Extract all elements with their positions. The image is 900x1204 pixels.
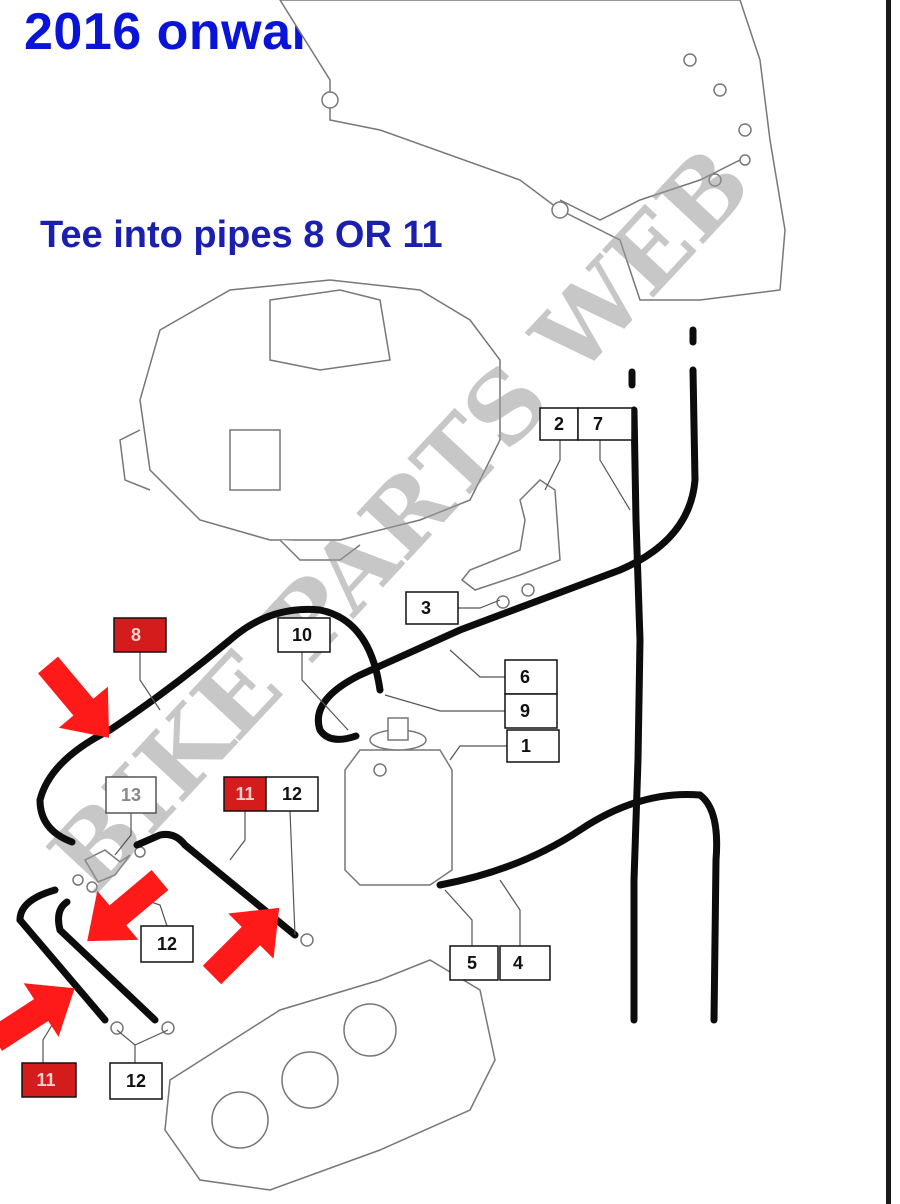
hose-8 bbox=[36, 605, 384, 846]
airbox bbox=[119, 279, 501, 561]
exhaust-header bbox=[279, 0, 786, 301]
diagram-subtitle: Tee into pipes 8 OR 11 bbox=[40, 214, 443, 256]
callout-13: 13 bbox=[105, 776, 157, 814]
callout-12: 12 bbox=[109, 1062, 163, 1100]
svg-text:8: 8 bbox=[131, 625, 141, 645]
hose-7 bbox=[630, 406, 644, 1024]
svg-text:4: 4 bbox=[513, 953, 523, 973]
svg-text:7: 7 bbox=[593, 414, 603, 434]
svg-text:6: 6 bbox=[520, 667, 530, 687]
callout-11-highlighted: 11 bbox=[21, 1062, 77, 1098]
red-arrows bbox=[0, 656, 280, 1051]
svg-text:2: 2 bbox=[554, 414, 564, 434]
arrow-icon bbox=[0, 983, 75, 1051]
svg-text:13: 13 bbox=[121, 785, 141, 805]
callout-8-highlighted: 8 bbox=[113, 617, 167, 653]
bracket bbox=[460, 479, 561, 609]
evap-canister bbox=[344, 717, 453, 886]
callout-1: 1 bbox=[506, 729, 560, 763]
svg-text:11: 11 bbox=[235, 784, 254, 804]
callout-11-highlighted: 11 bbox=[223, 776, 267, 812]
svg-text:11: 11 bbox=[36, 1070, 55, 1090]
callout-5: 5 bbox=[449, 945, 499, 981]
window-edge bbox=[886, 0, 900, 1204]
svg-text:3: 3 bbox=[421, 598, 431, 618]
svg-text:1: 1 bbox=[521, 736, 531, 756]
callout-6: 6 bbox=[504, 659, 558, 695]
hose-4 bbox=[436, 790, 721, 1024]
throttle-body bbox=[164, 959, 496, 1191]
svg-text:5: 5 bbox=[467, 953, 477, 973]
hose-11-right bbox=[55, 898, 159, 1024]
hose-6 bbox=[314, 366, 699, 743]
arrow-icon bbox=[87, 870, 169, 942]
arrow-icon bbox=[38, 656, 110, 738]
svg-text:12: 12 bbox=[282, 784, 302, 804]
hose-11-left bbox=[16, 886, 109, 1024]
callout-10: 10 bbox=[277, 617, 331, 653]
callout-4: 4 bbox=[499, 945, 551, 981]
callout-2: 2 bbox=[539, 407, 579, 441]
tee-piece bbox=[72, 846, 146, 893]
svg-text:12: 12 bbox=[157, 934, 177, 954]
svg-text:10: 10 bbox=[292, 625, 312, 645]
svg-text:9: 9 bbox=[520, 701, 530, 721]
callout-3: 3 bbox=[405, 591, 459, 625]
callout-7: 7 bbox=[577, 407, 633, 441]
leader-lines bbox=[42, 440, 631, 1063]
callout-12: 12 bbox=[265, 776, 319, 812]
svg-text:12: 12 bbox=[126, 1071, 146, 1091]
arrow-icon bbox=[202, 907, 280, 985]
callout-12: 12 bbox=[140, 925, 194, 963]
hose-11-upper bbox=[133, 831, 299, 939]
hoses bbox=[16, 326, 721, 1035]
callout-9: 9 bbox=[504, 693, 558, 729]
